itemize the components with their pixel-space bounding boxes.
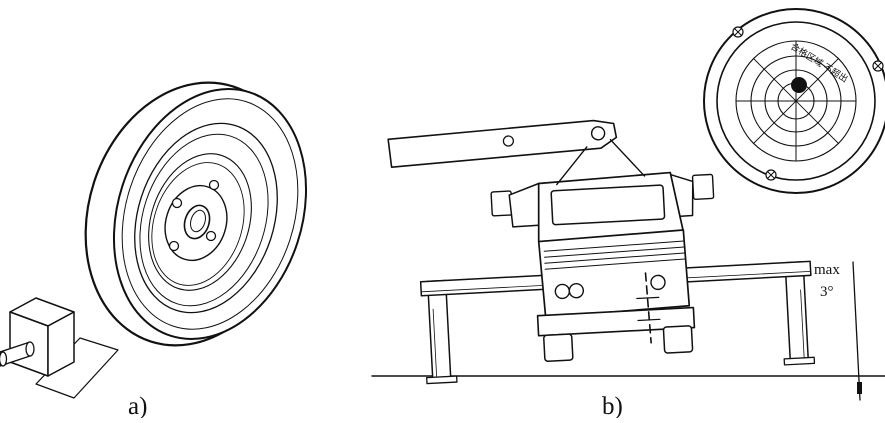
- boom-strut-left: [556, 146, 588, 186]
- panel-b: max 3° 合格区域 不超出: [371, 8, 885, 420]
- lug-nut: [208, 179, 220, 191]
- front-wheel-left: [543, 333, 574, 363]
- headlight-left: [554, 283, 571, 300]
- headlight-left-2: [568, 282, 585, 299]
- center-dash-line: [644, 272, 652, 344]
- gauge-inner-ring: [716, 21, 876, 181]
- rim-outer: [134, 122, 278, 314]
- tilt-plumb-line: [852, 261, 861, 401]
- rim-groove-1: [148, 153, 252, 291]
- center-tick: [636, 296, 660, 300]
- boom-pin: [502, 135, 515, 147]
- axle-shaft-tip: [0, 351, 8, 367]
- boom-arm: [387, 119, 618, 168]
- tilt-max-label: max: [814, 262, 840, 278]
- gauge-screw: [732, 26, 744, 38]
- grille-line: [544, 252, 685, 264]
- mirror-right: [691, 173, 715, 200]
- rim-groove-2: [151, 162, 245, 286]
- windshield: [550, 184, 666, 226]
- gauge-screw: [872, 60, 884, 72]
- outrigger-right-edge: [800, 289, 805, 363]
- axle-block-side: [47, 311, 75, 377]
- front-wheel-right: [662, 325, 694, 354]
- tyre-sidewall: [121, 98, 299, 330]
- hub-center: [183, 204, 211, 240]
- lug-nut: [171, 197, 183, 209]
- tilted-machine: [387, 119, 816, 385]
- level-bubble: [791, 77, 807, 93]
- panel-a-label: a): [128, 393, 147, 418]
- truck-front: [537, 229, 691, 319]
- axle-block: [0, 297, 119, 399]
- gauge-diagonal: [753, 58, 839, 144]
- hub-bore: [190, 209, 206, 233]
- boom-pivot: [590, 126, 606, 141]
- center-tick: [637, 318, 661, 322]
- level-gauge: 合格区域 不超出: [703, 8, 885, 194]
- tilt-annotation: max 3°: [814, 261, 862, 401]
- outrigger-left-foot: [426, 375, 458, 385]
- boom-strut-right: [609, 138, 646, 177]
- plumb-bob: [857, 382, 862, 394]
- headlight-right: [650, 274, 666, 291]
- outrigger-right-foot: [783, 356, 816, 366]
- crane-boom: [387, 119, 646, 186]
- tilt-angle-label: 3°: [820, 284, 834, 300]
- grille-line: [543, 240, 685, 252]
- outrigger-left-edge: [432, 308, 438, 382]
- grille-line: [544, 258, 686, 270]
- panel-b-label: b): [602, 393, 623, 418]
- bumper: [536, 306, 696, 337]
- rim-inner: [139, 133, 269, 307]
- wheel: [84, 81, 308, 347]
- gauge-screw: [765, 169, 777, 181]
- truck: [490, 171, 715, 363]
- axle-shaft-end: [25, 341, 35, 357]
- grille-line: [544, 246, 685, 258]
- lug-nut: [168, 240, 180, 252]
- panel-a: a): [0, 81, 308, 420]
- lug-nut: [205, 230, 217, 242]
